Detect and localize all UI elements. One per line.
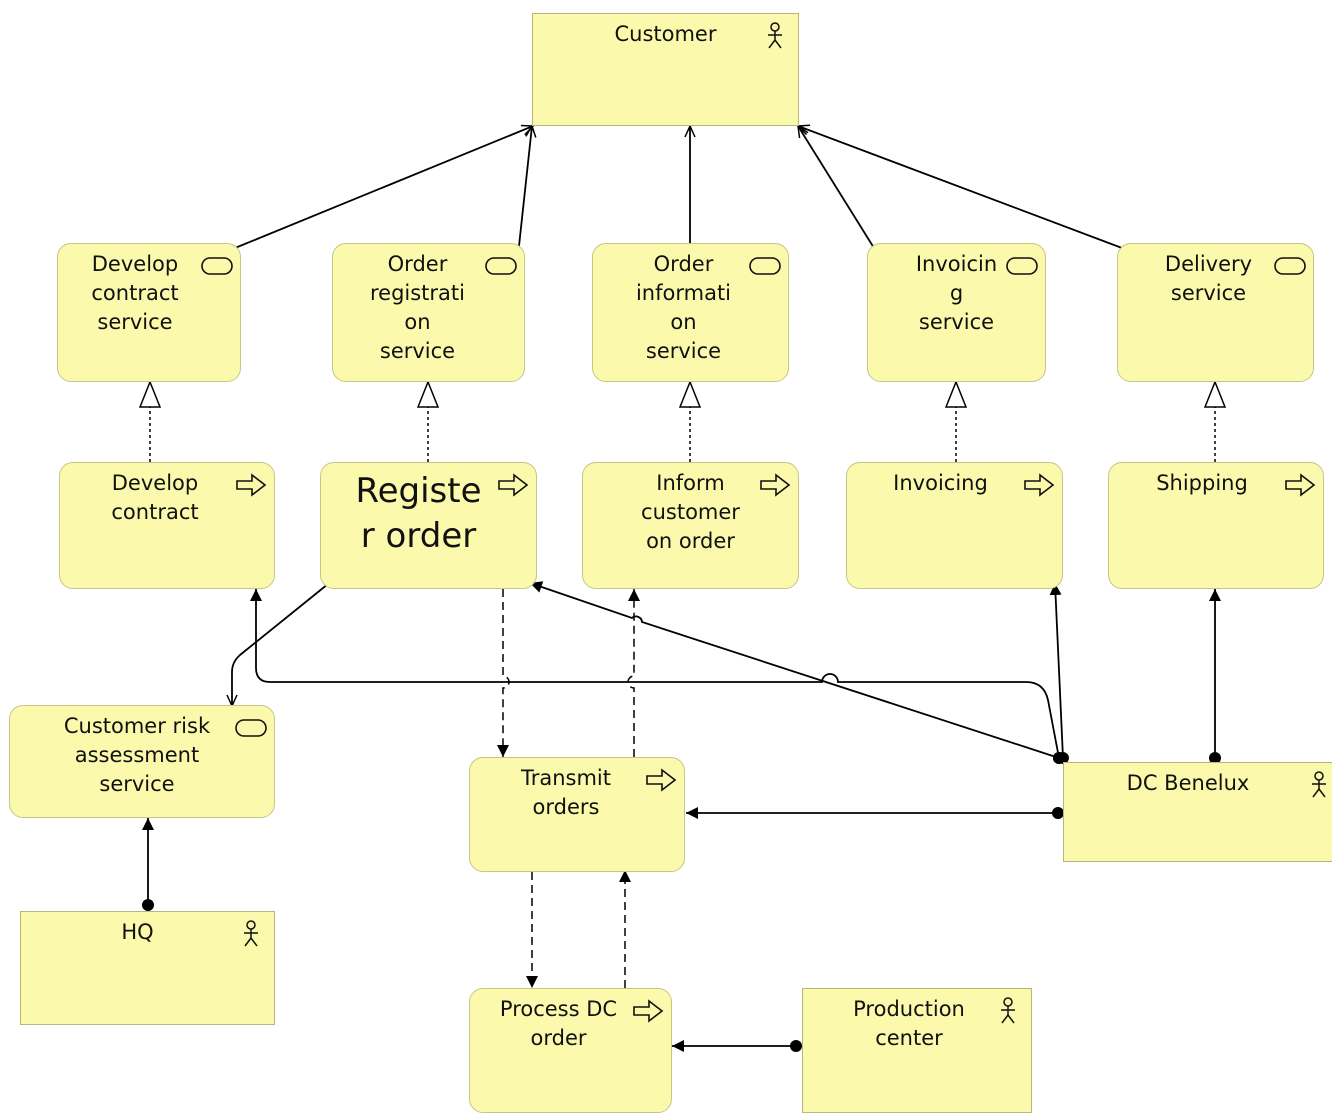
process-arrow-icon (1283, 471, 1317, 499)
shipping-process[interactable]: Shipping (1108, 462, 1324, 589)
assignment-dc-to-develop-contract (250, 589, 1065, 764)
serving-register-to-risk (226, 583, 329, 708)
serving-develop-contract-to-customer (234, 124, 535, 249)
transmit-orders-process[interactable]: Transmit orders (469, 757, 685, 872)
invoicing-label: Invoicing (893, 471, 988, 495)
actor-icon (234, 920, 268, 948)
process-arrow-icon (1022, 471, 1056, 499)
develop-contract-service[interactable]: Develop contract service (57, 243, 241, 382)
develop-contract-service-label: Develop contract service (91, 252, 179, 334)
process-arrow-icon (644, 766, 678, 794)
shipping-label: Shipping (1156, 471, 1248, 495)
register-order-label: Registe r order (355, 471, 482, 556)
serving-order-registration-to-customer (518, 124, 537, 247)
flow-register-to-transmit (497, 589, 510, 757)
serving-invoicing-to-customer (797, 124, 875, 249)
production-center-label: Production center (853, 997, 965, 1050)
transmit-orders-label: Transmit orders (520, 766, 612, 819)
flow-transmit-to-inform (627, 589, 640, 757)
order-registration-service-label: Order registrati on service (369, 252, 465, 363)
hq-label: HQ (121, 920, 154, 944)
order-registration-service[interactable]: Order registrati on service (332, 243, 525, 382)
process-dc-order-process[interactable]: Process DC order (469, 988, 672, 1113)
dc-benelux-label: DC Benelux (1126, 771, 1250, 795)
service-icon (1273, 252, 1307, 280)
actor-icon (758, 22, 792, 50)
assignment-dc-to-register-order (529, 581, 1065, 764)
develop-contract-process[interactable]: Develop contract (59, 462, 275, 589)
process-arrow-icon (234, 471, 268, 499)
process-arrow-icon (496, 471, 530, 499)
delivery-service-label: Delivery service (1164, 252, 1253, 305)
customer-actor[interactable]: Customer (532, 13, 799, 126)
actor-icon (991, 997, 1025, 1025)
service-icon (748, 252, 782, 280)
invoicing-service-label: Invoicin g service (915, 252, 998, 334)
hq-actor[interactable]: HQ (20, 911, 275, 1025)
customer-risk-label: Customer risk assessment service (63, 714, 211, 796)
invoicing-service[interactable]: Invoicin g service (867, 243, 1046, 382)
service-icon (484, 252, 518, 280)
invoicing-process[interactable]: Invoicing (846, 462, 1063, 589)
service-icon (1005, 252, 1039, 280)
service-icon (200, 252, 234, 280)
customer-risk-assessment-service[interactable]: Customer risk assessment service (9, 705, 275, 818)
process-arrow-icon (758, 471, 792, 499)
inform-customer-label: Inform customer on order (641, 471, 740, 553)
inform-customer-process[interactable]: Inform customer on order (582, 462, 799, 589)
process-dc-order-label: Process DC order (499, 997, 618, 1050)
serving-delivery-to-customer (796, 124, 1123, 249)
assignment-dc-to-invoicing (1049, 582, 1069, 764)
actor-icon (1302, 771, 1332, 799)
production-center-actor[interactable]: Production center (802, 988, 1032, 1113)
customer-label: Customer (614, 22, 717, 46)
order-information-service[interactable]: Order informati on service (592, 243, 789, 382)
develop-contract-label: Develop contract (111, 471, 199, 524)
service-icon (234, 714, 268, 742)
delivery-service[interactable]: Delivery service (1117, 243, 1314, 382)
process-arrow-icon (631, 997, 665, 1025)
order-information-service-label: Order informati on service (635, 252, 732, 363)
dc-benelux-actor[interactable]: DC Benelux (1063, 762, 1332, 862)
register-order-process[interactable]: Registe r order (320, 462, 537, 589)
